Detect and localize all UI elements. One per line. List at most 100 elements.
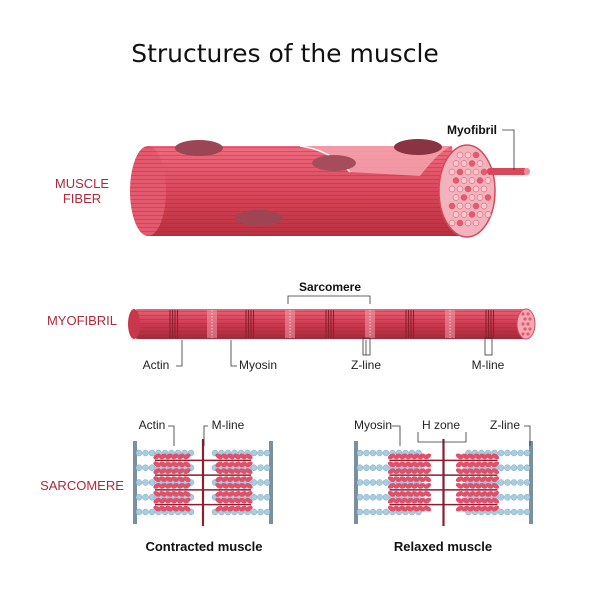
actin-bead — [382, 494, 390, 501]
label-relaxed-myosin: Myosin — [354, 418, 392, 432]
actin-bead — [363, 479, 370, 486]
myosin-head — [245, 461, 253, 468]
myosin-head — [423, 476, 432, 483]
myosin-head — [227, 476, 235, 483]
myosin-head — [245, 497, 253, 504]
myosin-head — [387, 497, 396, 504]
nucleus — [175, 140, 223, 156]
myosin-head — [473, 497, 482, 504]
myosin-head — [227, 468, 235, 475]
myosin-head — [245, 490, 253, 497]
cross-section-fibril — [452, 177, 460, 184]
myosin-head — [405, 482, 414, 489]
cross-section-fibril — [480, 185, 488, 193]
myosin-head — [233, 468, 241, 475]
myosin-head — [461, 468, 470, 475]
myosin-head — [239, 476, 247, 483]
myosin-head — [485, 497, 494, 504]
actin-bead — [263, 479, 271, 486]
actin-bead — [517, 479, 524, 486]
myosin-head — [473, 476, 482, 483]
cross-section-fibril — [452, 211, 460, 218]
cross-section-fibril — [460, 160, 468, 167]
myosin-head — [183, 505, 191, 512]
myosin-head — [239, 505, 247, 512]
myosin-head — [417, 490, 426, 497]
myosin-head — [177, 453, 185, 460]
cross-section-fibril — [460, 177, 468, 184]
actin-bead — [257, 479, 264, 486]
myosin-head — [479, 461, 488, 468]
myosin-head — [171, 461, 179, 468]
myosin-head — [153, 468, 161, 475]
cross-section-fibril — [448, 185, 456, 193]
cross-section-fibril — [472, 202, 480, 210]
cross-section-fibril — [484, 211, 492, 218]
myosin-head — [239, 482, 247, 489]
cross-section-fibril — [464, 219, 472, 227]
actin-bead — [142, 479, 149, 486]
actin-bead — [523, 449, 531, 457]
myosin-head — [227, 461, 235, 468]
myosin-head — [245, 468, 253, 475]
myosin-head — [165, 461, 173, 468]
myosin-head — [461, 490, 470, 497]
cross-section-fibril — [464, 185, 472, 193]
myosin-head — [455, 476, 464, 483]
myosin-head — [227, 490, 235, 497]
actin-bead — [250, 464, 258, 471]
myofibril — [128, 308, 536, 340]
myosin-head — [423, 453, 432, 460]
nucleus — [394, 139, 442, 155]
myosin-head — [221, 468, 229, 475]
actin-bead — [148, 508, 156, 516]
cross-section-fibril — [480, 168, 488, 176]
fibril-end-fibril — [526, 312, 530, 316]
myosin-head — [177, 468, 185, 475]
myosin-head — [455, 453, 464, 460]
actin-bead — [517, 464, 524, 471]
myosin-head — [485, 468, 494, 475]
caption-relaxed: Relaxed muscle — [394, 539, 492, 554]
cross-section-fibril — [464, 168, 472, 176]
myosin-head — [215, 490, 223, 497]
myosin-head — [177, 476, 185, 483]
actin-bead — [148, 464, 156, 471]
myosin-head — [171, 482, 179, 489]
actin-bead — [250, 494, 258, 501]
myosin-head — [405, 453, 414, 460]
myosin-head — [215, 476, 223, 483]
actin-bead — [497, 479, 505, 486]
myosin-head — [221, 490, 229, 497]
myofibril-light-band — [207, 310, 217, 338]
myosin-head — [393, 453, 402, 460]
cross-section-fibril — [448, 202, 456, 210]
fibril-end-fibril — [523, 327, 527, 331]
myosin-head — [467, 476, 476, 483]
myosin-head — [233, 482, 241, 489]
myosin-head — [461, 453, 470, 460]
actin-bead — [510, 464, 518, 471]
myosin-head — [455, 482, 464, 489]
myosin-head — [491, 490, 500, 497]
cross-section-fibril — [476, 160, 484, 167]
myosin-head — [221, 482, 229, 489]
myosin-head — [467, 505, 476, 512]
actin-bead — [504, 449, 511, 457]
myosin-head — [177, 490, 185, 497]
myosin-head — [233, 497, 241, 504]
cross-section-fibril — [468, 160, 476, 167]
myosin-head — [183, 461, 191, 468]
myosin-head — [215, 505, 223, 512]
myosin-head — [491, 497, 500, 504]
myosin-head — [245, 453, 253, 460]
myosin-head — [405, 497, 414, 504]
myosin-head — [393, 505, 402, 512]
myosin-head — [171, 505, 179, 512]
actin-bead — [363, 508, 370, 516]
myosin-head — [233, 476, 241, 483]
myosin-head — [245, 476, 253, 483]
actin-bead — [263, 464, 271, 471]
myosin-head — [399, 461, 408, 468]
